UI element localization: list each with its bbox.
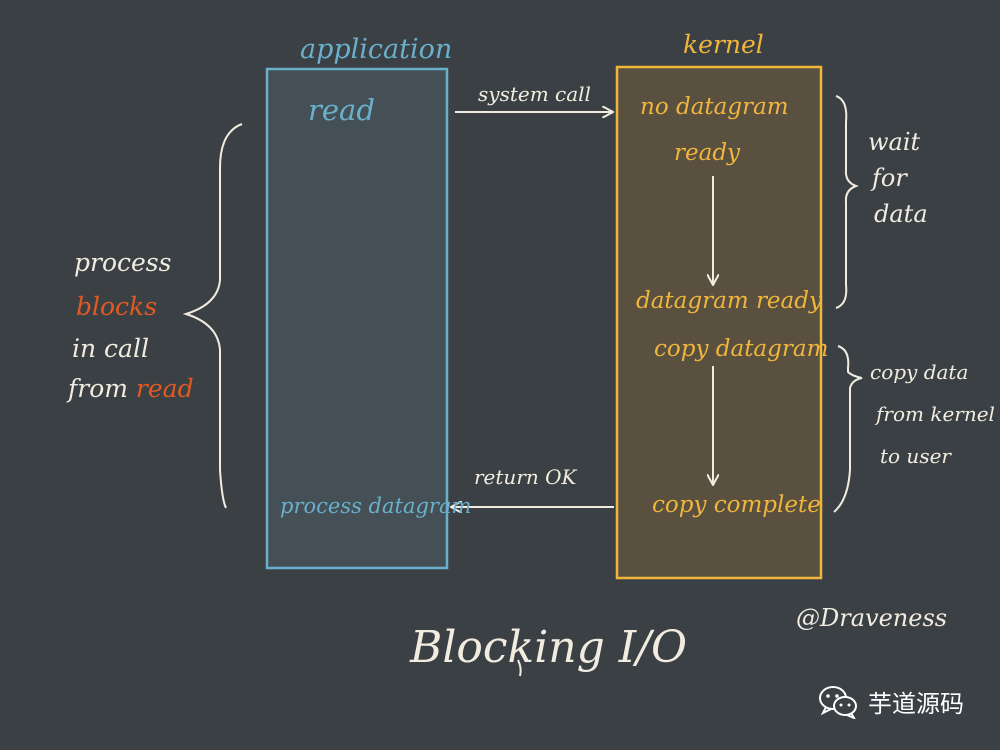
kernel-box <box>615 65 823 580</box>
process-note-line: in call <box>72 334 149 363</box>
application-title: application <box>300 34 453 65</box>
application-read-label: read <box>308 93 375 127</box>
process-brace <box>182 123 243 509</box>
wait-brace <box>835 95 859 309</box>
wechat-icon <box>819 685 857 719</box>
copy-brace <box>833 345 863 513</box>
kernel-no-datagram-label: no datagram <box>640 94 789 120</box>
process-note-blocks: blocks <box>76 292 158 321</box>
wait-note-line: wait <box>868 128 921 156</box>
process-note-from: from <box>68 374 136 403</box>
kernel-copy-complete-label: copy complete <box>652 492 821 518</box>
copy-note-line: to user <box>880 444 951 468</box>
author-credit: @Draveness <box>796 604 948 632</box>
title-underline <box>517 659 522 677</box>
system-call-label: system call <box>478 82 591 106</box>
application-process-datagram-label: process datagram <box>280 494 472 518</box>
diagram-title: Blocking I/O <box>410 622 688 673</box>
wechat-account-label: 芋道源码 <box>868 690 964 718</box>
kernel-copy-datagram-label: copy datagram <box>654 336 829 362</box>
wechat-watermark: 芋道源码 <box>818 684 964 719</box>
copy-note-line: copy data <box>870 360 969 384</box>
kernel-title: kernel <box>683 30 764 59</box>
process-note-line: from read <box>68 374 194 403</box>
wait-note-line: for <box>872 164 907 192</box>
process-note-line: process <box>74 248 172 277</box>
process-note-read: read <box>135 374 194 403</box>
copy-note-line: from kernel <box>876 402 995 426</box>
return-ok-label: return OK <box>474 465 577 489</box>
kernel-ready-label: ready <box>674 140 741 166</box>
wait-note-line: data <box>874 200 928 228</box>
application-box <box>265 67 449 570</box>
kernel-datagram-ready-label: datagram ready <box>636 288 822 314</box>
